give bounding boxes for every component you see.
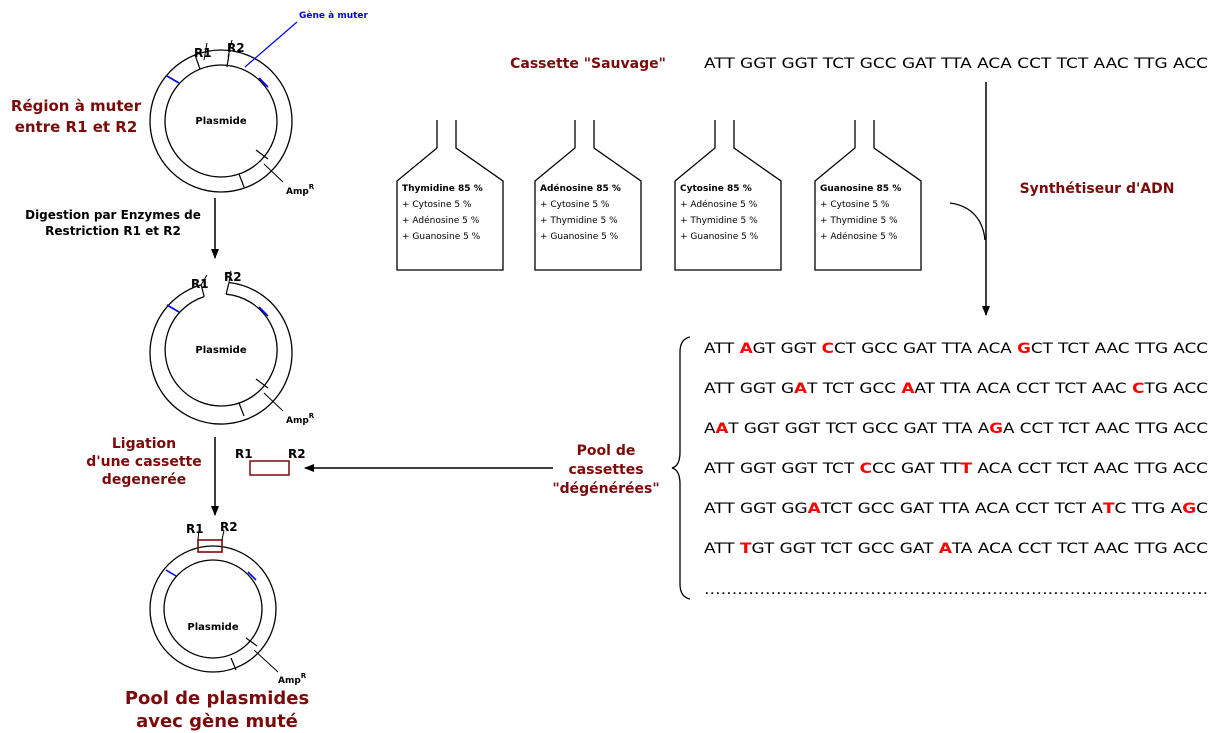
cassette-sauvage-label: Cassette "Sauvage" (510, 56, 666, 72)
bottle-line-3-2: + Adénosine 5 % (820, 231, 898, 242)
mutation-mark: G (1182, 501, 1196, 517)
bottle-title-2: Cytosine 85 % (680, 184, 752, 194)
bottles: Thymidine 85 % + Cytosine 5 % + Adénosine … (396, 120, 922, 271)
mutation-mark: T (960, 461, 972, 477)
plasmid-label: Plasmide (195, 116, 246, 127)
ellipsis: ………………………………………………………………………………. (704, 582, 1208, 598)
digestion-label-2: Restriction R1 et R2 (45, 224, 181, 238)
r2-label: R2 (227, 41, 245, 55)
cassette-sauvage-seq: ATT GGT GGT TCT GCC GAT TTA ACA CCT TCT … (704, 56, 1208, 72)
bottle-line-2-2: + Guanosine 5 % (680, 232, 759, 242)
gene-label: Gène à muter (299, 10, 369, 21)
cassette-insert: R1 R2 (235, 447, 306, 476)
mutation-mark: A (901, 381, 914, 397)
mutation-mark: A (939, 541, 952, 557)
plasmid-mutated: R1 R2 Plasmide AmpR (149, 520, 307, 686)
bottle-line-3-1: + Thymidine 5 % (820, 216, 898, 226)
ligation-label-1: Ligation (112, 436, 176, 452)
amp-label-cut: AmpR (286, 412, 315, 426)
mutation-mark: C (860, 461, 872, 477)
ligation-label-2: d'une cassette (86, 454, 201, 470)
amp-label: AmpR (286, 183, 315, 197)
bottle-line-0-0: + Cytosine 5 % (402, 200, 472, 210)
plasmid-cut: R1 R2 Plasmide AmpR (149, 270, 315, 426)
pool-plasmids-label-1: Pool de plasmides (125, 688, 309, 709)
cassette-r1: R1 (235, 447, 253, 461)
bottle-line-2-1: + Thymidine 5 % (680, 216, 758, 226)
bottle-1 (534, 120, 642, 271)
r1-label: R1 (194, 46, 212, 60)
bottle-line-3-0: + Cytosine 5 % (820, 200, 890, 210)
mutation-mark: G (1017, 341, 1031, 357)
sequence-brace (671, 336, 691, 600)
plasmid-label-mut: Plasmide (187, 622, 238, 633)
bottle-3 (814, 120, 922, 271)
region-label-2: entre R1 et R2 (15, 118, 138, 136)
mutation-mark: A (794, 381, 807, 397)
bottle-line-0-1: + Adénosine 5 % (402, 215, 480, 226)
r2-label-mut: R2 (220, 520, 238, 534)
bottle-line-2-0: + Adénosine 5 % (680, 199, 758, 210)
mutation-mark: G (989, 421, 1003, 437)
cassette-r2: R2 (288, 447, 306, 461)
bottle-title-3: Guanosine 85 % (820, 184, 901, 194)
pool-cassettes-label-2: cassettes (568, 462, 643, 478)
amp-label-mut: AmpR (278, 672, 307, 686)
plasmid-intact: Gène à muter R1 R2 Plasmide AmpR (149, 10, 369, 197)
synth-label: Synthétiseur d'ADN (1020, 181, 1175, 197)
pool-plasmids-label-2: avec gène muté (136, 711, 298, 732)
pool-cassettes-label-1: Pool de (577, 443, 636, 459)
mutation-mark: A (740, 341, 753, 357)
mutation-mark: C (1132, 381, 1144, 397)
r2-label-cut: R2 (224, 270, 242, 284)
bottle-2 (674, 120, 782, 271)
plasmid-label-cut: Plasmide (195, 345, 246, 356)
mutation-mark: A (808, 501, 821, 517)
bottle-0 (396, 120, 504, 271)
mutation-mark: A (715, 421, 728, 437)
mutation-mark: C (822, 341, 834, 357)
bottle-line-1-2: + Guanosine 5 % (540, 232, 619, 242)
mutation-mark: T (740, 541, 752, 557)
bottle-title-1: Adénosine 85 % (540, 183, 621, 194)
mutation-mark: T (1103, 501, 1115, 517)
digestion-label-1: Digestion par Enzymes de (25, 208, 201, 222)
region-label-1: Région à muter (11, 97, 142, 115)
bottle-line-0-2: + Guanosine 5 % (402, 232, 481, 242)
r1-label-mut: R1 (186, 522, 204, 536)
pool-cassettes-label-3: "dégénérées" (552, 481, 659, 497)
bottle-line-1-1: + Thymidine 5 % (540, 216, 618, 226)
bottle-title-0: Thymidine 85 % (402, 184, 483, 194)
bottle-line-1-0: + Cytosine 5 % (540, 200, 610, 210)
ligation-label-3: degenerée (102, 472, 186, 488)
synth-curve (949, 202, 986, 241)
r1-label-cut: R1 (191, 277, 209, 291)
